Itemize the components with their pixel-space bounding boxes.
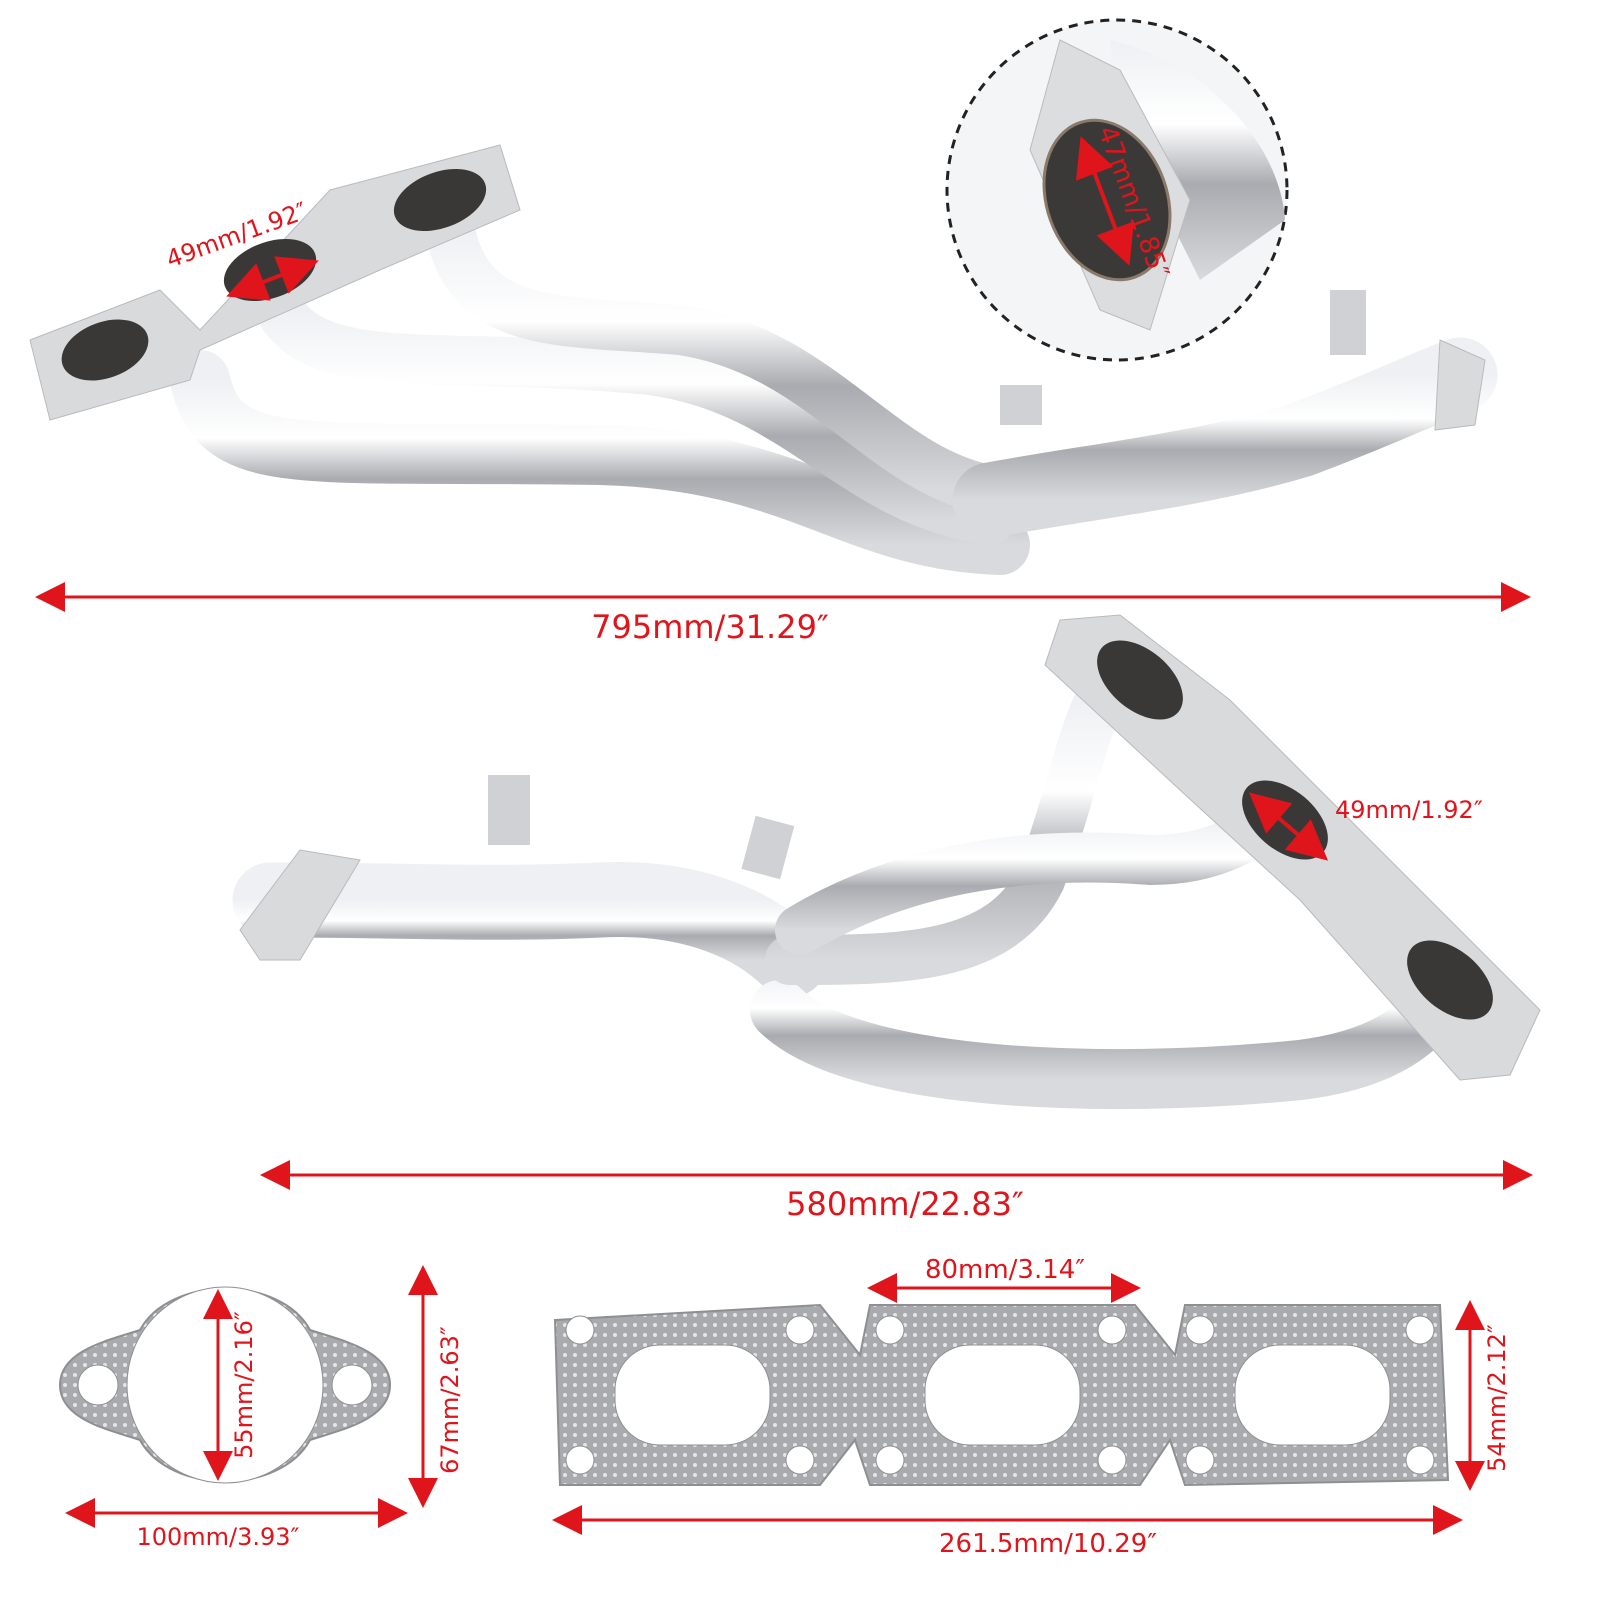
outlet-gasket [58, 1286, 392, 1484]
outlet-gasket-height-label: 67mm/2.63″ [436, 1326, 464, 1474]
bottom-header-flange [239, 614, 1541, 1081]
inset-detail: 47mm/1.85″ [945, 18, 1289, 362]
outlet-gasket-inner-label: 55mm/2.16″ [230, 1311, 258, 1459]
top-length-label: 795mm/31.29″ [591, 608, 829, 646]
bottom-length-label: 580mm/22.83″ [786, 1185, 1024, 1223]
outlet-gasket-width-label: 100mm/3.93″ [136, 1523, 299, 1551]
manifold-gasket-port-spacing-label: 80mm/3.14″ [925, 1255, 1085, 1285]
bottom-flange-port-label: 49mm/1.92″ [1335, 796, 1483, 824]
manifold-gasket [553, 1303, 1450, 1487]
manifold-gasket-height-label: 54mm/2.12″ [1483, 1324, 1511, 1472]
top-header-image [170, 205, 1498, 575]
manifold-gasket-width-label: 261.5mm/10.29″ [939, 1529, 1157, 1559]
